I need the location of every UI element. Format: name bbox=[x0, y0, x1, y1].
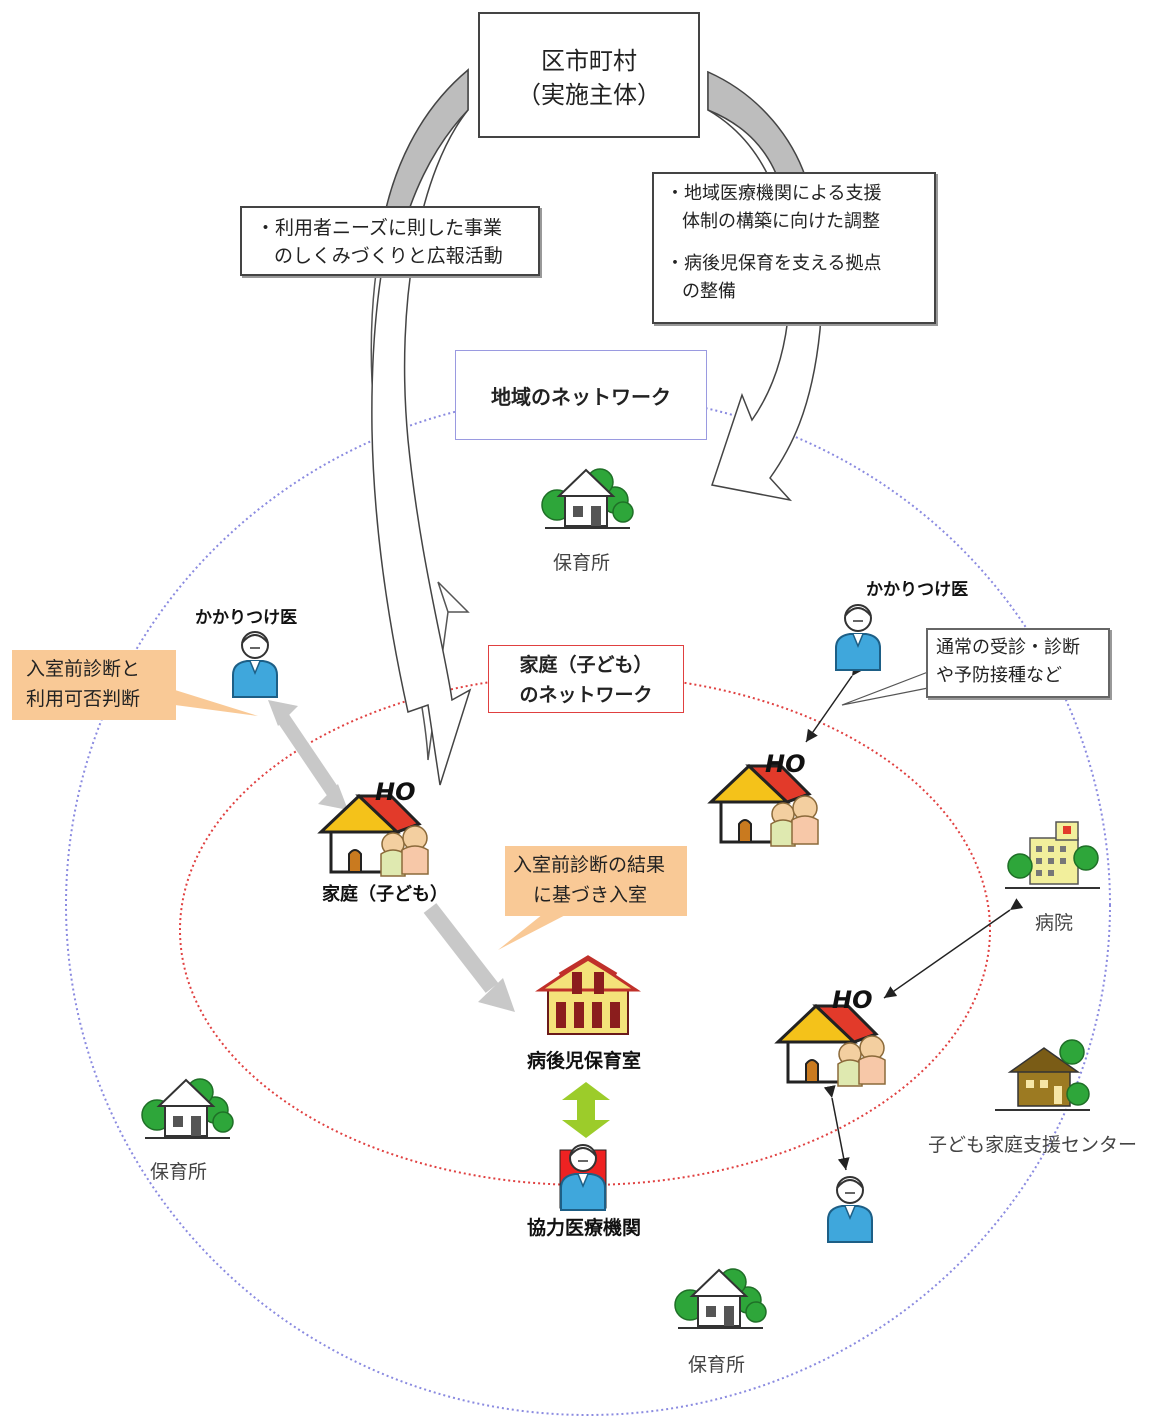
family-doctor-icon-left bbox=[232, 631, 278, 698]
sick-care-room-icon bbox=[535, 955, 641, 1035]
home-icon-left bbox=[319, 794, 430, 878]
entry-line1: 入室前診断の結果 bbox=[513, 854, 666, 876]
right-note-box: ・地域医療機関による支援 体制の構築に向けた調整 ・病後児保育を支える拠点 の整… bbox=[652, 172, 936, 324]
house-sign-right: HO bbox=[765, 750, 806, 778]
right-note-line3: ・病後児保育を支える拠点 bbox=[666, 253, 882, 274]
municipality-line2: （実施主体） bbox=[517, 81, 661, 109]
right-note-line4: の整備 bbox=[682, 281, 736, 302]
hospital-home-arrow bbox=[883, 898, 1024, 999]
nursery-label-left: 保育所 bbox=[150, 1161, 208, 1183]
sick-care-room-label: 病後児保育室 bbox=[527, 1050, 642, 1072]
family-doctor-label-right: かかりつけ医 bbox=[866, 580, 969, 600]
family-doctor-label-left: かかりつけ医 bbox=[195, 608, 298, 628]
house-sign-bottom: HO bbox=[832, 986, 873, 1014]
routine-line2: や予防接種など bbox=[936, 665, 1062, 686]
house-sign-left: HO bbox=[375, 778, 416, 806]
pre-entry-line2: 利用可否判断 bbox=[26, 688, 141, 710]
regional-network-label: 地域のネットワーク bbox=[455, 350, 707, 440]
right-note-line1: ・地域医療機関による支援 bbox=[666, 183, 882, 204]
doctor-home-arrow bbox=[805, 662, 864, 743]
entry-gray-arrow bbox=[423, 903, 515, 1012]
cooperating-medical-label: 協力医療機関 bbox=[527, 1217, 642, 1239]
family-doctor-icon-right bbox=[835, 604, 881, 671]
home-doctor-arrow bbox=[823, 1085, 850, 1171]
nursery-icon-bottom bbox=[674, 1268, 767, 1329]
home-icon-bottom bbox=[776, 1004, 887, 1088]
family-network-line1: 家庭（子ども） bbox=[519, 654, 653, 676]
home-label: 家庭（子ども） bbox=[322, 884, 448, 905]
routine-note-box: 通常の受診・診断 や予防接種など bbox=[926, 628, 1110, 698]
pre-entry-gray-arrow bbox=[268, 700, 348, 810]
cooperating-medical-icon bbox=[559, 1144, 607, 1211]
pre-entry-callout-tail bbox=[175, 690, 258, 716]
nursery-label-bottom: 保育所 bbox=[688, 1354, 746, 1376]
home-icon-right bbox=[709, 764, 820, 848]
doctor-icon-bottom bbox=[827, 1176, 873, 1243]
family-network-label: 家庭（子ども） のネットワーク bbox=[488, 645, 684, 713]
municipality-line1: 区市町村 bbox=[541, 47, 637, 75]
left-note-line1: ・利用者ニーズに則した事業 bbox=[256, 217, 503, 239]
entry-line2: に基づき入室 bbox=[533, 884, 648, 906]
green-double-arrow bbox=[562, 1082, 610, 1138]
right-note-line2: 体制の構築に向けた調整 bbox=[682, 211, 880, 232]
entry-callout-tail bbox=[498, 910, 575, 950]
routine-line1: 通常の受診・診断 bbox=[936, 637, 1080, 658]
hospital-icon bbox=[1005, 821, 1100, 889]
family-network-line2: のネットワーク bbox=[519, 684, 653, 706]
left-note-box: ・利用者ニーズに則した事業 のしくみづくりと広報活動 bbox=[240, 206, 540, 276]
nursery-icon-top bbox=[541, 468, 634, 529]
child-family-center-icon bbox=[995, 1039, 1090, 1111]
routine-note-pointer bbox=[841, 671, 929, 706]
hospital-label: 病院 bbox=[1035, 912, 1074, 934]
nursery-icon-left bbox=[141, 1078, 234, 1139]
left-note-line2: のしくみづくりと広報活動 bbox=[274, 245, 503, 267]
pre-entry-line1: 入室前診断と bbox=[26, 658, 141, 680]
municipality-box: 区市町村 （実施主体） bbox=[478, 12, 700, 138]
pre-entry-callout: 入室前診断と 利用可否判断 bbox=[12, 650, 176, 720]
nursery-label-top: 保育所 bbox=[553, 552, 611, 574]
regional-network-text: 地域のネットワーク bbox=[491, 385, 671, 409]
entry-callout: 入室前診断の結果 に基づき入室 bbox=[505, 846, 687, 916]
child-family-center-label: 子ども家庭支援センター bbox=[928, 1134, 1138, 1156]
